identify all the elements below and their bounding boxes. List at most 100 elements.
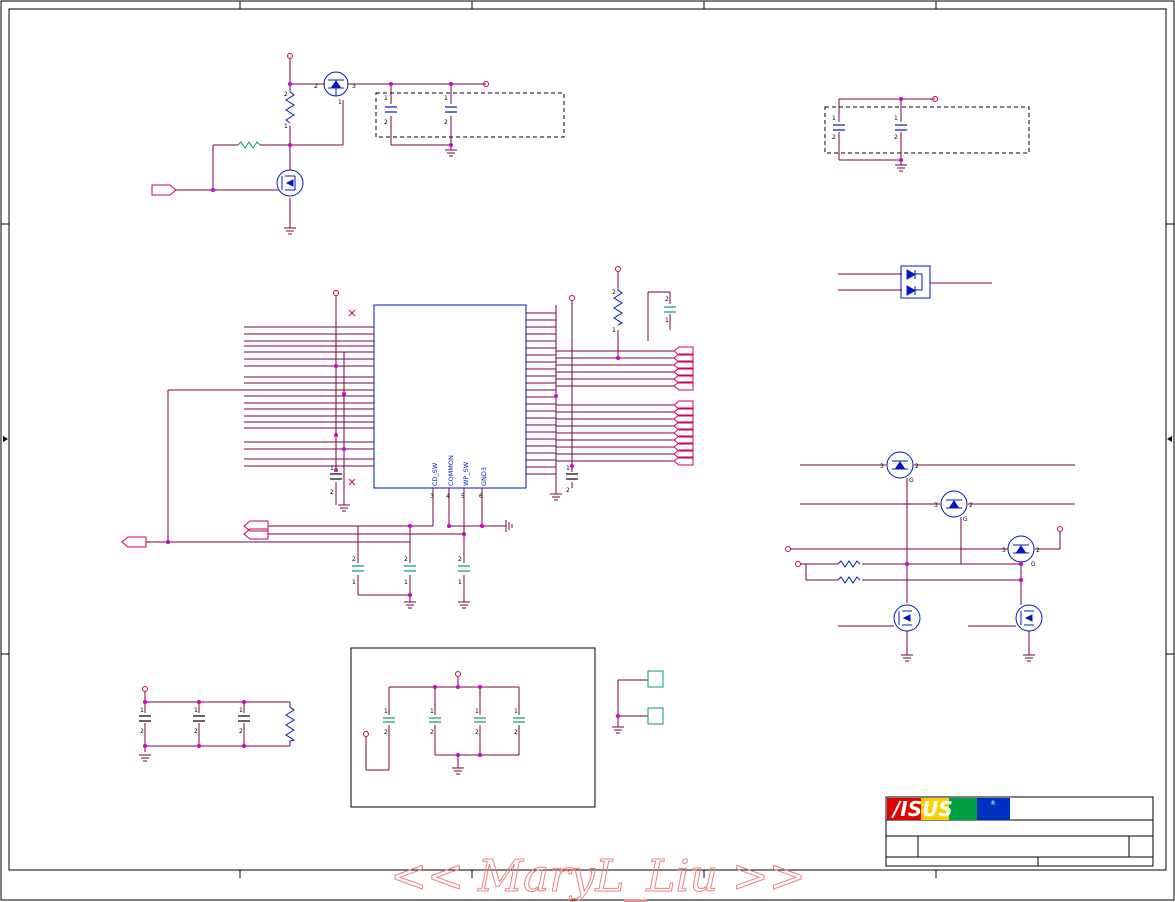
pin-number: 1: [404, 579, 408, 586]
ground-symbol: [612, 726, 624, 734]
boxed-cap-bank: 1 2 1 2 1 2 1 2: [350, 647, 596, 808]
mosfet: [1007, 535, 1035, 563]
pin-number: 3: [1002, 547, 1006, 554]
pin-number: 1: [832, 115, 836, 122]
mosfet: [323, 71, 349, 97]
bulk-cap-block: 1 2 1 2 1 2: [139, 686, 296, 762]
pin-number: 1: [566, 465, 570, 472]
pin-number: 2: [352, 556, 356, 563]
pin-number: G: [963, 516, 968, 523]
signal-port: [673, 456, 694, 466]
ground-symbol: [901, 654, 1035, 662]
pin-number: 2: [475, 729, 479, 736]
ground-symbol: [895, 164, 907, 172]
pin-number: G: [1031, 561, 1036, 568]
pin-number: 4: [446, 493, 450, 500]
resistor: [285, 91, 295, 124]
title-block: /ISUS ®: [885, 796, 1154, 867]
mosfet: [276, 169, 304, 197]
pin-number: 2: [239, 728, 243, 735]
pin-number: 1: [475, 708, 479, 715]
pin-number: 3: [430, 493, 434, 500]
pin-number: 2: [314, 83, 318, 90]
pin-number: 1: [330, 465, 334, 472]
ground-symbol: [139, 754, 151, 762]
pin-number: 2: [566, 487, 570, 494]
pin-number: 1: [284, 123, 288, 130]
dashed-cap-group: [375, 92, 565, 138]
ground-symbol: [284, 149, 457, 235]
pin-number: 1: [894, 115, 898, 122]
ground-symbol: [452, 767, 464, 775]
no-connect-mark: [348, 309, 356, 486]
pin-number: 1: [458, 579, 462, 586]
pin-number: 2: [444, 119, 448, 126]
junction-dot: [166, 356, 620, 597]
pin-number: 2: [384, 119, 388, 126]
pin-number: 3: [880, 463, 884, 470]
pin-number: 1: [514, 708, 518, 715]
pin-label-wp-sw: WP_SW: [462, 461, 470, 486]
mosfet: [940, 490, 968, 518]
pin-number: 1: [612, 327, 616, 334]
pin-number: 1: [338, 99, 342, 106]
resistor: [837, 576, 861, 584]
mosfet-switch-block: 3 2 G 3 2 G 3 2 G: [785, 451, 1075, 662]
capacitor: [330, 473, 578, 480]
card-connector-block: CD_SW COMMON WP_SW GND3 3 4 5 6 2 1 2 1 …: [121, 266, 694, 609]
pin-number: 2: [612, 289, 616, 296]
pin-number: 2: [969, 502, 973, 509]
pin-number: 1: [444, 95, 448, 102]
pin-number: 2: [140, 728, 144, 735]
junction-dot: [143, 700, 246, 748]
pin-number: 3: [352, 83, 356, 90]
pin-label-common: COMMON: [447, 455, 455, 486]
signal-port: [243, 528, 269, 540]
zone-arrow-left: [3, 436, 8, 442]
pin-number: 1: [430, 708, 434, 715]
pin-number: 2: [894, 134, 898, 141]
signal-port: [151, 184, 177, 196]
pin-number: 1: [384, 708, 388, 715]
junction-dot: [905, 562, 1023, 582]
junction-dot: [616, 714, 620, 718]
capacitor: [352, 306, 676, 572]
pin-number: 5: [461, 493, 465, 500]
ground-symbol: [338, 493, 562, 609]
watermark: << MaryL_Liu >>: [390, 851, 805, 902]
logo-registered-mark: ®: [990, 800, 996, 807]
power-rail-node: [333, 266, 621, 301]
capacitor: [833, 124, 907, 131]
diode-package: [900, 265, 931, 299]
power-switch-block: 2 1 2 3 1 1 2 1 2: [151, 53, 565, 235]
test-pad: [647, 670, 664, 688]
power-rail-node: [142, 686, 148, 692]
resistor: [285, 706, 296, 742]
pin-number: 1: [194, 707, 198, 714]
signal-port: [121, 536, 147, 548]
pin-number: 1: [239, 707, 243, 714]
power-rail-node: [363, 671, 461, 737]
resistor: [237, 141, 261, 149]
pin-number: 2: [832, 134, 836, 141]
pin-number: 3: [934, 502, 938, 509]
power-rail-node: [287, 53, 489, 87]
diode: [906, 269, 923, 296]
pin-number: 2: [514, 729, 518, 736]
capacitor: [383, 717, 525, 723]
resistor: [613, 289, 624, 326]
decoupling-block: 1 2 1 2: [824, 96, 1030, 172]
dashed-cap-group: [824, 106, 1030, 154]
junction-dot: [211, 82, 453, 192]
mosfet: [886, 451, 914, 479]
test-pad: [647, 707, 664, 725]
capacitor: [139, 715, 250, 722]
pin-number: 2: [404, 556, 408, 563]
dual-diode-block: [838, 265, 992, 299]
pin-label-gnd3: GND3: [480, 467, 488, 486]
pin-number: 1: [352, 579, 356, 586]
power-rail-node: [932, 96, 938, 102]
pin-number: G: [909, 477, 914, 484]
pin-number: 6: [479, 493, 483, 500]
